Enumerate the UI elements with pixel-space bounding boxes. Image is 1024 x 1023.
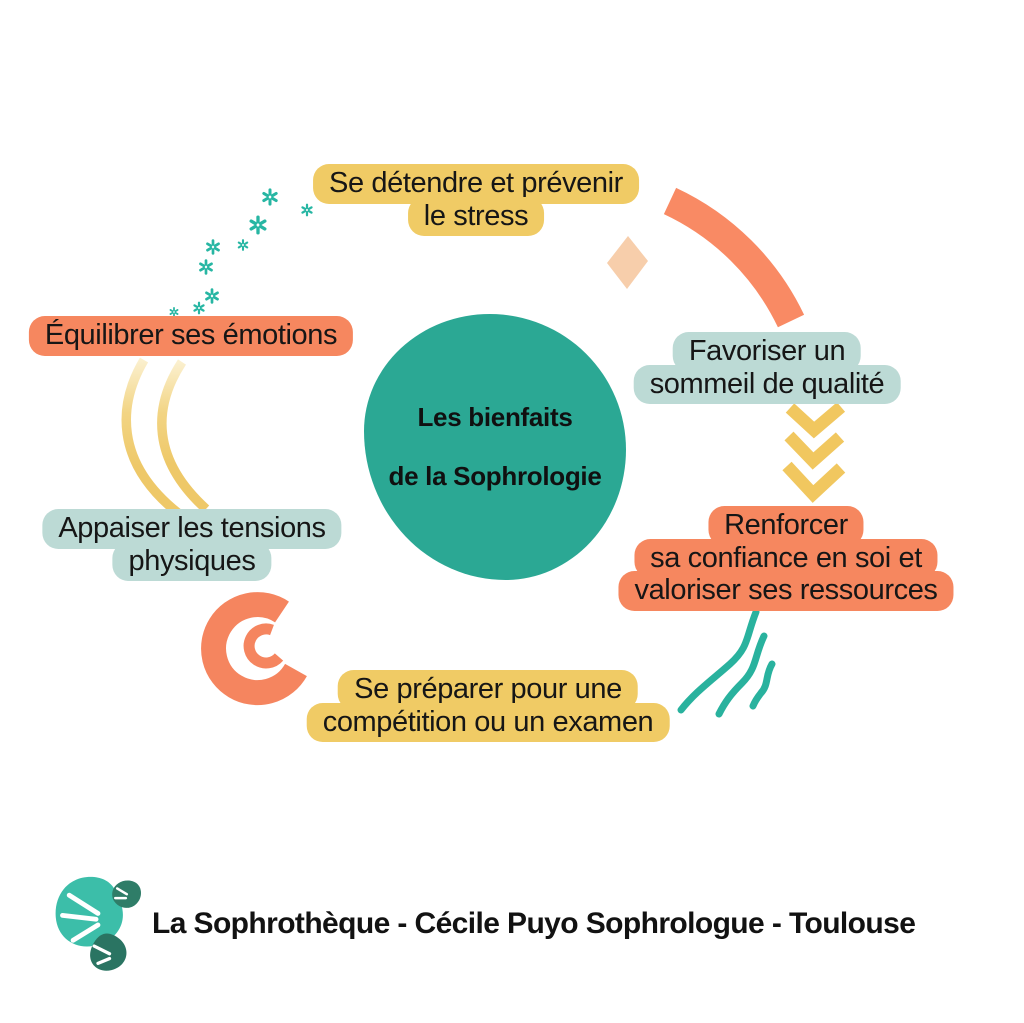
squiggle-lines-icon [677, 608, 776, 718]
benefit-line: compétition ou un examen [306, 702, 670, 743]
sparkle-icon [169, 307, 179, 317]
sparkle-icon [206, 239, 220, 255]
sparkle-icon [193, 301, 205, 315]
central-topic-bubble: Les bienfaits de la Sophrologie [364, 314, 626, 580]
benefit-line: Équilibrer ses émotions [28, 316, 354, 356]
benefit-label-detendre: Se détendre et prévenir le stress [313, 164, 639, 237]
sparkle-icon [301, 203, 313, 217]
monstera-leaves-logo-icon [55, 876, 142, 971]
benefit-label-favoriser: Favoriser un sommeil de qualité [633, 332, 901, 405]
central-title-line2: de la Sophrologie [388, 461, 602, 491]
chevron-down-icons [782, 402, 846, 503]
half-sun-icon [201, 592, 307, 706]
sparkle-icon [237, 239, 249, 251]
benefit-label-renforcer: Renforcer sa confiance en soi et valoris… [618, 506, 954, 612]
curve-connector-yellow-icon [121, 357, 210, 517]
sparkle-icon [249, 215, 267, 235]
sparkle-icon [199, 259, 213, 275]
benefit-line: valoriser ses ressources [618, 571, 954, 612]
benefit-line: physiques [112, 541, 272, 582]
benefit-label-equilibrer: Équilibrer ses émotions [28, 316, 354, 356]
benefit-line: le stress [407, 196, 545, 237]
footer-brand-text: La Sophrothèque - Cécile Puyo Sophrologu… [152, 907, 916, 940]
benefit-label-preparer: Se préparer pour une compétition ou un e… [306, 670, 670, 743]
benefit-line: Renforcer [708, 506, 864, 546]
benefit-line: sommeil de qualité [633, 364, 901, 405]
diamond-icon [607, 236, 648, 289]
sparkle-icon [205, 288, 219, 304]
benefit-label-appaiser: Appaiser les tensions physiques [42, 509, 342, 582]
footer-brand: La Sophrothèque - Cécile Puyo Sophrologu… [50, 866, 916, 982]
central-title-line1: Les bienfaits [417, 402, 573, 432]
arc-connector-orange-icon [663, 187, 805, 328]
sparkle-icon [262, 188, 278, 206]
